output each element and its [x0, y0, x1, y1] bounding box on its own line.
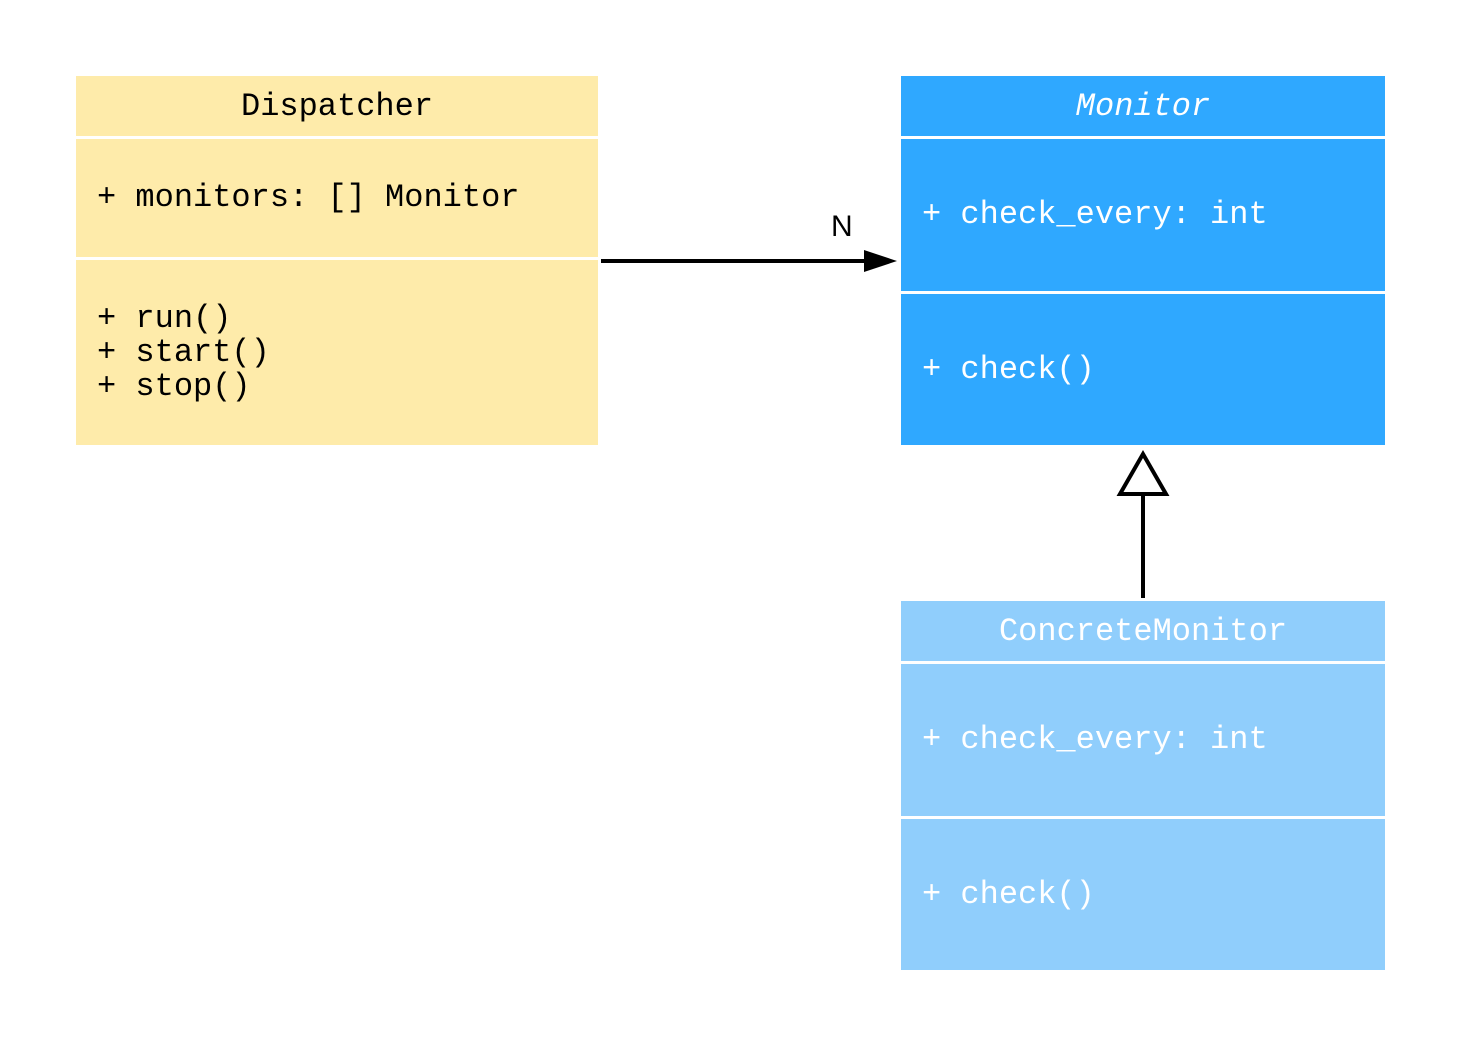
dispatcher-attributes: + monitors: [] Monitor: [76, 139, 598, 257]
association-arrowhead: [864, 250, 897, 272]
monitor-methods: + check(): [901, 294, 1385, 445]
concrete-monitor-methods: + check(): [901, 819, 1385, 970]
monitor-attributes: + check_every: int: [901, 139, 1385, 291]
multiplicity-label: N: [831, 210, 853, 243]
concrete-monitor-attributes: + check_every: int: [901, 664, 1385, 816]
monitor-name: Monitor: [901, 76, 1385, 136]
dispatcher-name: Dispatcher: [76, 76, 598, 136]
dispatcher-methods: + run() + start() + stop(): [76, 260, 598, 445]
inheritance-triangle: [1116, 449, 1170, 496]
concrete-monitor-name: ConcreteMonitor: [901, 601, 1385, 661]
